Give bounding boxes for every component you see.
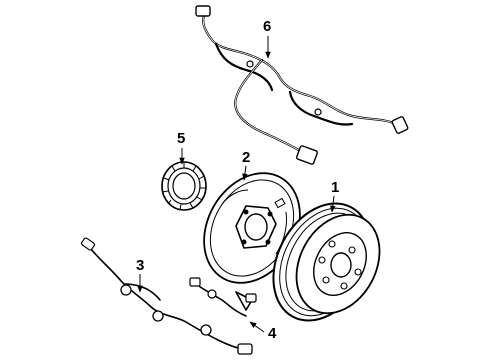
- harness-clip: [246, 60, 254, 68]
- callout-4: 4: [268, 325, 277, 342]
- leader-1: [330, 195, 336, 213]
- leader-lines: [137, 36, 336, 333]
- sensor-plug: [237, 343, 253, 355]
- callout-3: 3: [136, 257, 144, 274]
- lead-clip: [207, 289, 217, 299]
- backing-plate: [203, 172, 301, 284]
- speed-sensor-harness: [80, 237, 253, 355]
- sensor-connector: [80, 237, 96, 251]
- tone-ring: [161, 161, 207, 211]
- harness-connector-right: [391, 116, 409, 134]
- lead-connector: [189, 277, 201, 287]
- harness-grommet: [120, 284, 132, 296]
- harness-connector-top: [195, 5, 211, 17]
- main-wiring-harness: [195, 5, 409, 165]
- leader-4: [249, 321, 265, 333]
- leader-2: [242, 165, 248, 181]
- callout-5: 5: [177, 130, 185, 147]
- harness-clip: [314, 108, 322, 116]
- callout-2: 2: [242, 149, 250, 166]
- harness-grommet: [200, 324, 212, 336]
- harness-connector-bottom: [296, 145, 318, 165]
- sensor-lead: [189, 277, 257, 317]
- lead-plug: [245, 293, 257, 303]
- callout-1: 1: [331, 179, 339, 196]
- brake-drum: [272, 202, 381, 322]
- callout-6: 6: [263, 18, 271, 35]
- harness-grommet: [152, 310, 164, 322]
